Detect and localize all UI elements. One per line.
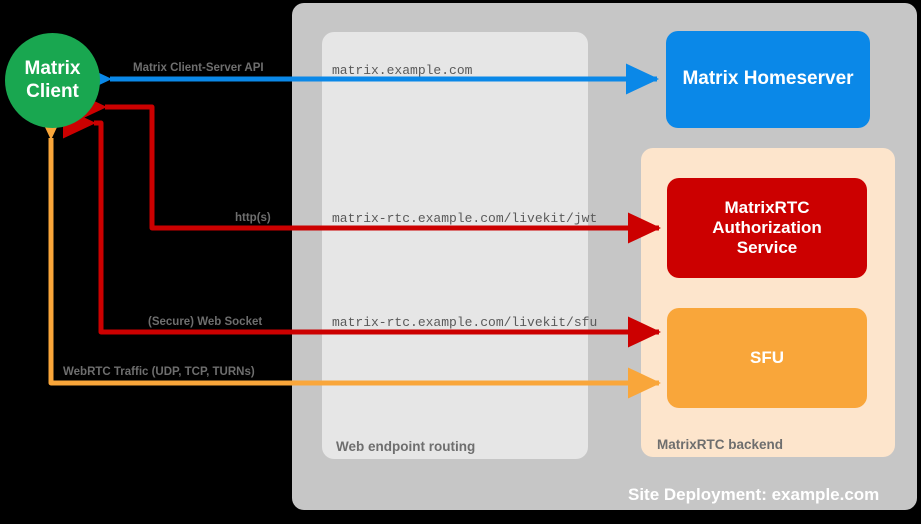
matrix-homeserver-label: Matrix Homeserver (682, 68, 854, 90)
matrix-homeserver-node[interactable]: Matrix Homeserver (666, 31, 870, 128)
matrix-client-label-line1: Matrix (24, 58, 81, 80)
auth-label-line1: MatrixRTC (724, 197, 810, 217)
connection-label-websocket: (Secure) Web Socket (148, 316, 263, 328)
matrixrtc-authorization-service-node[interactable]: MatrixRTC Authorization Service (667, 178, 867, 278)
connection-https (74, 91, 662, 244)
matrixrtc-backend-label: MatrixRTC backend (657, 437, 784, 452)
sfu-label: SFU (750, 347, 784, 367)
auth-label-line3: Service (736, 238, 798, 258)
sfu-node[interactable]: SFU (667, 308, 867, 408)
endpoint-livekit-sfu: matrix-rtc.example.com/livekit/sfu (332, 315, 598, 330)
matrix-client-label-line2: Client (26, 80, 79, 102)
connection-label-webrtc: WebRTC Traffic (UDP, TCP, TURNs) (63, 366, 255, 378)
matrix-client-node[interactable]: Matrix Client (5, 33, 100, 128)
endpoint-livekit-jwt: matrix-rtc.example.com/livekit/jwt (332, 211, 598, 226)
connection-label-cs-api: Matrix Client-Server API (133, 62, 264, 74)
site-deployment-label: Site Deployment: example.com (628, 485, 880, 504)
endpoint-matrix-example-com: matrix.example.com (332, 63, 473, 78)
auth-label-line2: Authorization (712, 217, 822, 237)
connection-label-https: http(s) (235, 212, 271, 224)
connection-webrtc (35, 107, 662, 399)
web-endpoint-routing-label: Web endpoint routing (336, 439, 476, 454)
